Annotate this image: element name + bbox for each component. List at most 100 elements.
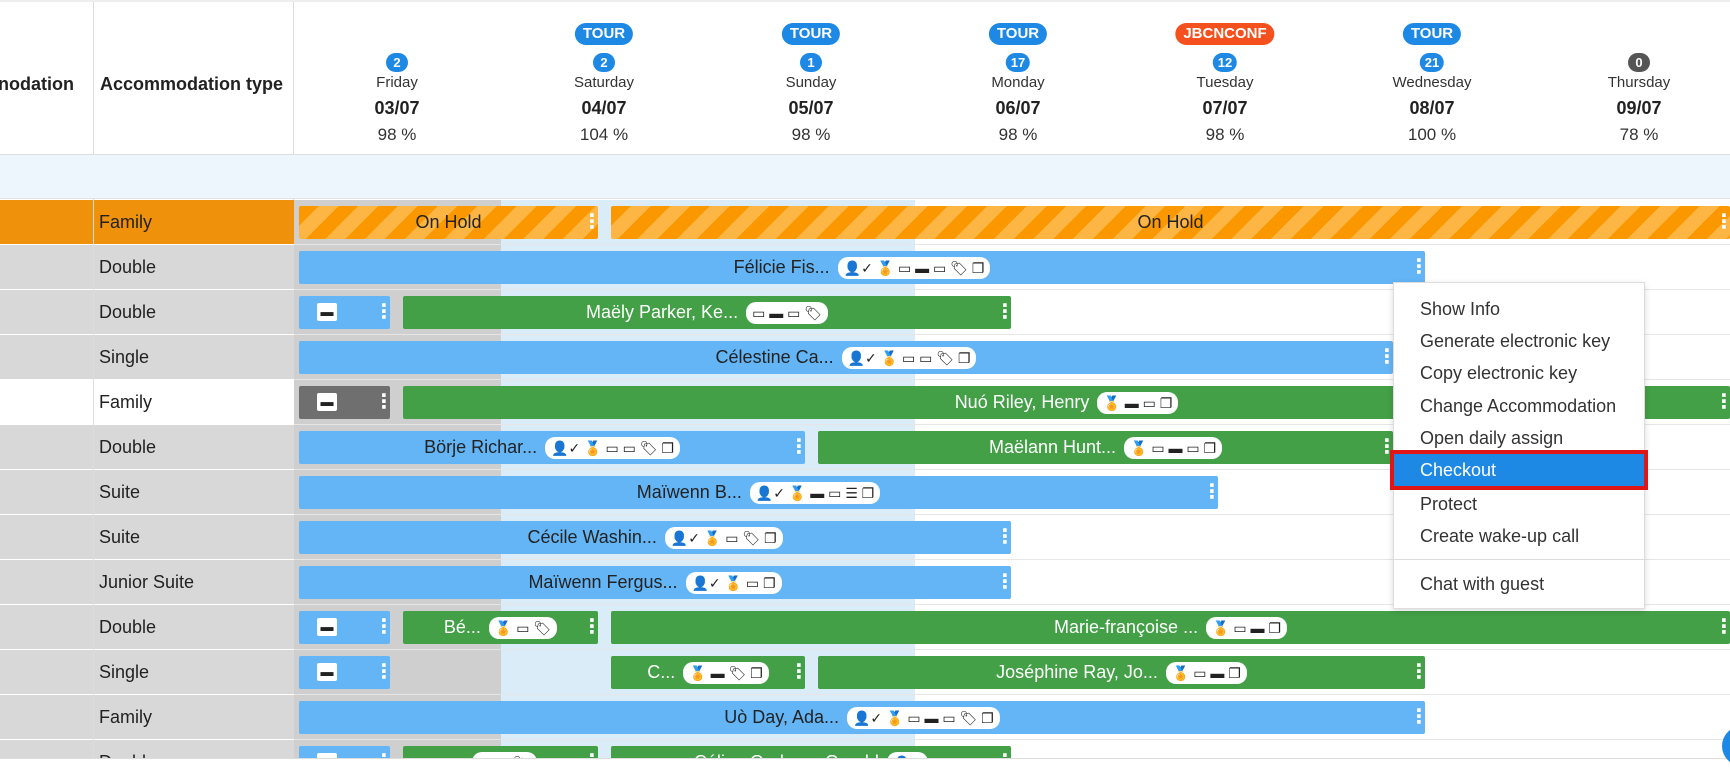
event-badge[interactable]: JBCNCONF — [1175, 23, 1275, 45]
column-header-accommodation-type[interactable]: Accommodation type — [100, 74, 284, 94]
reservation-bar[interactable]: Célestine Ca...👤✓ 🏅 ▭ ▭ 🏷 ❐⋮ — [299, 341, 1393, 374]
accommodation-cell[interactable] — [0, 425, 93, 470]
reservation-status-icons: 🏅 ▭ 🏷 — [488, 617, 558, 640]
accommodation-cell[interactable] — [0, 380, 93, 425]
accommodation-cell[interactable] — [0, 290, 93, 335]
menu-item-create-wake-up-call[interactable]: Create wake-up call — [1420, 526, 1580, 546]
reservation-status-icons: ▭ ▬ ▭ 🏷 — [746, 302, 828, 325]
reservation-bar[interactable]: Maïwenn B...👤✓ 🏅 ▬ ▭ ☰ ❐⋮ — [299, 476, 1218, 509]
reservation-bar[interactable]: Bé...🏅 ▭ 🏷⋮ — [403, 611, 598, 644]
reservation-bar[interactable]: Cálina Graham, Gerald👤✓⋮ — [611, 746, 1011, 758]
accommodation-cell[interactable] — [0, 335, 93, 380]
reservation-bar[interactable]: ▬⋮ — [299, 296, 390, 329]
reservation-bar[interactable]: ▭ ▭ 🏷 ⋮ — [403, 746, 598, 758]
accommodation-cell[interactable] — [0, 470, 93, 515]
more-options-icon[interactable]: ⋮ — [1377, 341, 1393, 374]
reservation-status-icons: 🏅 ▭ ▬ ▭ ❐ — [1124, 437, 1223, 460]
day-occupancy: 98 % — [998, 125, 1038, 144]
more-options-icon[interactable]: ⋮ — [995, 566, 1011, 599]
event-badge[interactable]: TOUR — [988, 23, 1048, 45]
accommodation-cell[interactable] — [0, 695, 93, 740]
reservation-bar[interactable]: Maëly Parker, Ke...▭ ▬ ▭ 🏷⋮ — [403, 296, 1011, 329]
reservation-label: Börje Richar...👤✓ 🏅 ▭ ▭ 🏷 ❐ — [299, 431, 805, 464]
event-badge[interactable]: TOUR — [781, 23, 841, 45]
reservation-bar[interactable]: ▬⋮ — [299, 611, 390, 644]
reservation-bar[interactable]: ▬⋮ — [299, 746, 390, 758]
key-card-icon: ▬ — [317, 663, 337, 681]
event-badge[interactable]: TOUR — [1402, 23, 1462, 45]
more-options-icon[interactable]: ⋮ — [789, 656, 805, 689]
on-hold-block[interactable]: On Hold⋮ — [299, 206, 598, 239]
reservation-bar[interactable]: Uò Day, Ada...👤✓ 🏅 ▭ ▬ ▭ 🏷 ❐⋮ — [299, 701, 1425, 734]
more-options-icon[interactable]: ⋮ — [374, 386, 390, 419]
reservation-status-icons: 👤✓ 🏅 ▭ ❐ — [685, 572, 782, 595]
horizontal-scrollbar[interactable] — [0, 758, 1730, 775]
day-name: Sunday — [785, 74, 837, 91]
more-options-icon[interactable]: ⋮ — [582, 611, 598, 644]
more-options-icon[interactable]: ⋮ — [1377, 431, 1393, 464]
more-options-icon[interactable]: ⋮ — [1409, 701, 1425, 734]
more-options-icon[interactable]: ⋮ — [995, 521, 1011, 554]
more-options-icon[interactable]: ⋮ — [1202, 476, 1218, 509]
on-hold-block[interactable]: On Hold⋮ — [611, 206, 1730, 239]
menu-item-chat-with-guest[interactable]: Chat with guest — [1420, 574, 1545, 594]
reservation-status-icons: 👤✓ 🏅 ▭ ▬ ▭ 🏷 ❐ — [837, 257, 991, 280]
reservation-status-icons: ▭ ▭ 🏷 — [472, 752, 537, 758]
more-options-icon[interactable]: ⋮ — [1714, 206, 1730, 239]
reservation-bar[interactable]: Félicie Fis...👤✓ 🏅 ▭ ▬ ▭ 🏷 ❐⋮ — [299, 251, 1425, 284]
menu-item-checkout[interactable]: Checkout — [1390, 450, 1648, 490]
day-name: Wednesday — [1392, 74, 1472, 91]
more-options-icon[interactable]: ⋮ — [1714, 611, 1730, 644]
key-card-icon: ▬ — [317, 753, 337, 758]
more-options-icon[interactable]: ⋮ — [1409, 656, 1425, 689]
accommodation-cell[interactable] — [0, 560, 93, 605]
event-badge[interactable]: TOUR — [574, 23, 634, 45]
arrivals-count-badge: 21 — [1419, 53, 1445, 72]
menu-item-change-accommodation[interactable]: Change Accommodation — [1420, 396, 1617, 416]
accommodation-cell[interactable] — [0, 245, 93, 290]
day-name: Monday — [991, 74, 1045, 91]
day-date: 07/07 — [1202, 98, 1248, 118]
more-options-icon[interactable]: ⋮ — [995, 746, 1011, 758]
guest-name: Cécile Washin... — [527, 527, 657, 547]
reservation-bar[interactable]: Maëlann Hunt...🏅 ▭ ▬ ▭ ❐⋮ — [818, 431, 1393, 464]
reservation-bar[interactable]: ▬⋮ — [299, 386, 390, 419]
accommodation-cell[interactable] — [0, 740, 93, 758]
reservation-label: Cécile Washin...👤✓ 🏅 ▭ 🏷 ❐ — [299, 521, 1011, 554]
menu-separator — [1394, 559, 1644, 560]
accommodation-cell[interactable] — [0, 605, 93, 650]
reservation-label: On Hold — [299, 206, 598, 239]
menu-item-show-info[interactable]: Show Info — [1420, 299, 1501, 319]
more-options-icon[interactable]: ⋮ — [582, 206, 598, 239]
day-occupancy: 100 % — [1407, 125, 1457, 144]
reservation-bar[interactable]: ▬⋮ — [299, 656, 390, 689]
reservation-label: Félicie Fis...👤✓ 🏅 ▭ ▬ ▭ 🏷 ❐ — [299, 251, 1425, 284]
reservation-bar[interactable]: C...🏅 ▬ 🏷 ❐⋮ — [611, 656, 805, 689]
reservation-bar[interactable]: Börje Richar...👤✓ 🏅 ▭ ▭ 🏷 ❐⋮ — [299, 431, 805, 464]
more-options-icon[interactable]: ⋮ — [374, 656, 390, 689]
chat-bubble-button[interactable] — [1722, 726, 1730, 766]
reservation-bar[interactable]: Joséphine Ray, Jo...🏅 ▭ ▬ ❐⋮ — [818, 656, 1425, 689]
more-options-icon[interactable]: ⋮ — [374, 296, 390, 329]
more-options-icon[interactable]: ⋮ — [1714, 386, 1730, 419]
menu-item-protect[interactable]: Protect — [1420, 494, 1478, 514]
reservation-bar[interactable]: Cécile Washin...👤✓ 🏅 ▭ 🏷 ❐⋮ — [299, 521, 1011, 554]
more-options-icon[interactable]: ⋮ — [1409, 251, 1425, 284]
accommodation-cell[interactable] — [0, 200, 93, 245]
more-options-icon[interactable]: ⋮ — [995, 296, 1011, 329]
more-options-icon[interactable]: ⋮ — [374, 746, 390, 758]
reservation-bar[interactable]: Marie-françoise ...🏅 ▭ ▬ ❐⋮ — [611, 611, 1730, 644]
accommodation-cell[interactable] — [0, 515, 93, 560]
day-occupancy: 98 % — [377, 125, 417, 144]
menu-item-open-daily-assign[interactable]: Open daily assign — [1420, 428, 1564, 448]
more-options-icon[interactable]: ⋮ — [789, 431, 805, 464]
more-options-icon[interactable]: ⋮ — [582, 746, 598, 758]
reservation-bar[interactable]: Maïwenn Fergus...👤✓ 🏅 ▭ ❐⋮ — [299, 566, 1011, 599]
day-occupancy: 98 % — [1205, 125, 1245, 144]
accommodation-cell[interactable] — [0, 650, 93, 695]
more-options-icon[interactable]: ⋮ — [374, 611, 390, 644]
menu-item-copy-electronic-key[interactable]: Copy electronic key — [1420, 363, 1578, 383]
column-header-accommodation[interactable]: nodation — [0, 74, 74, 94]
menu-item-generate-electronic-key[interactable]: Generate electronic key — [1420, 331, 1611, 351]
